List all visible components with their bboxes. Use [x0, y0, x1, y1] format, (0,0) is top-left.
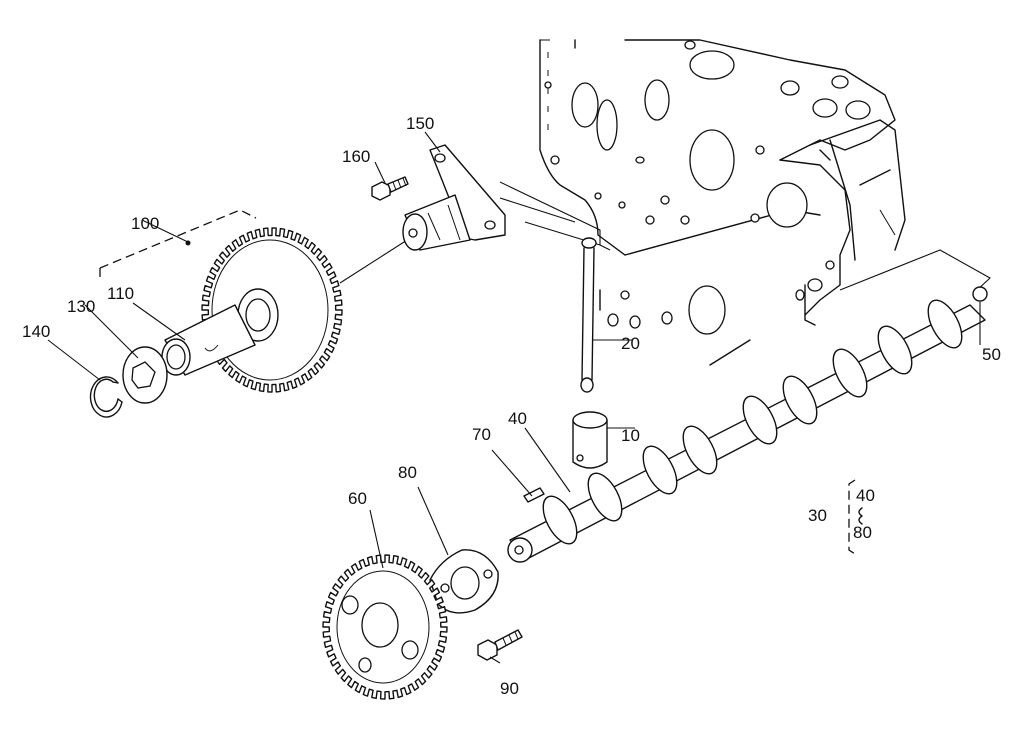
cam-lobe	[742, 395, 778, 445]
label-70: 70	[472, 425, 491, 444]
leader-lines	[47, 131, 981, 664]
part-40-camshaft	[507, 299, 986, 563]
label-60: 60	[348, 489, 367, 508]
label-40: 40	[508, 409, 527, 428]
legend-label-40: 40	[856, 486, 875, 505]
cam-lobe	[587, 472, 623, 522]
cam-lobe	[782, 375, 818, 425]
engine-block	[539, 39, 906, 366]
part-130-washer	[122, 346, 168, 404]
part-10-tappet	[572, 411, 608, 469]
label-30: 30	[808, 506, 827, 525]
legend-label-80: 80	[853, 523, 872, 542]
cam-lobe	[877, 325, 913, 375]
cam-lobe	[542, 495, 578, 545]
label-100: 100	[131, 214, 159, 233]
label-50: 50	[982, 345, 1001, 364]
part-80-thrust-plate	[429, 549, 499, 614]
part-160-bolt	[371, 176, 409, 201]
label-20: 20	[621, 334, 640, 353]
cam-lobe	[832, 348, 868, 398]
label-130: 130	[67, 297, 95, 316]
part-110-bushing	[161, 304, 256, 376]
part-70-key	[523, 487, 545, 503]
label-90: 90	[500, 679, 519, 698]
cam-lobe	[682, 425, 718, 475]
part-100-idler-gear	[201, 227, 343, 393]
label-150: 150	[406, 114, 434, 133]
label-10: 10	[621, 426, 640, 445]
cam-lobe	[642, 445, 678, 495]
label-160: 160	[342, 147, 370, 166]
label-110: 110	[107, 284, 134, 303]
cam-lobe	[927, 299, 963, 349]
legend-group-30	[848, 479, 863, 555]
assembly-lines	[339, 181, 991, 293]
part-labels: 10 20 30 40 50 60 70 80 90 100 110 130 1…	[22, 114, 1001, 698]
part-60-cam-gear	[322, 554, 448, 700]
part-20-pushrod	[580, 237, 597, 393]
label-80: 80	[398, 463, 417, 482]
part-90-bolt	[477, 629, 523, 661]
part-50-ball	[972, 286, 988, 302]
label-140: 140	[22, 322, 50, 341]
part-150-housing	[402, 144, 506, 251]
part-140-circlip	[89, 376, 123, 418]
